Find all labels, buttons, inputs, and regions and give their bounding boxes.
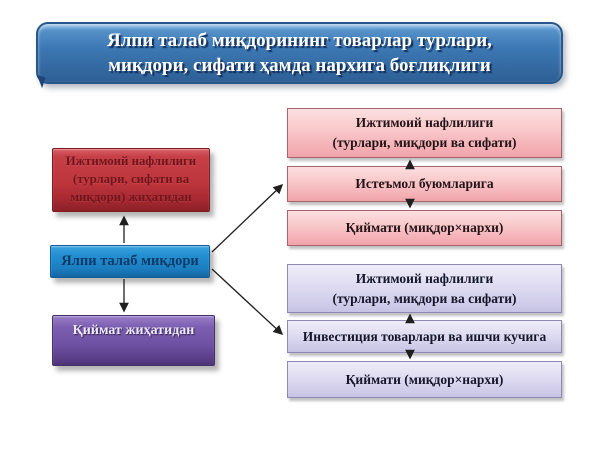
box-consumer-value: Қиймати (миқдор×нархи) bbox=[287, 210, 562, 246]
box-investment-utility: Ижтимоий нафлилиги (турлари, миқдори ва … bbox=[287, 264, 562, 313]
box-consumer-utility-line-2: (турлари, миқдори ва сифати) bbox=[332, 135, 517, 150]
box-consumer-utility: Ижтимоий нафлилиги (турлари, миқдори ва … bbox=[287, 108, 562, 158]
box-investment-value: Қиймати (миқдор×нархи) bbox=[287, 361, 562, 398]
box-value-aspect: Қиймат жиҳатидан bbox=[52, 315, 215, 366]
box-consumer-value-label: Қиймати (миқдор×нархи) bbox=[345, 220, 504, 236]
box-social-utility-line-1: Ижтимоий нафлилиги bbox=[65, 154, 197, 168]
box-social-utility-aspect: Ижтимоий нафлилиги (турлари, сифати ва м… bbox=[52, 148, 210, 212]
arrow-demand-to-investment bbox=[211, 268, 284, 335]
box-consumer-goods-label: Истеъмол буюмларига bbox=[355, 176, 494, 192]
box-investment-goods-label: Инвестиция товарлари ва ишчи кучига bbox=[302, 328, 547, 344]
box-investment-value-label: Қиймати (миқдор×нархи) bbox=[345, 371, 504, 387]
title-line-1: Ялпи талаб миқдорининг товарлар турлари, bbox=[107, 29, 492, 51]
box-investment-utility-line-1: Ижтимоий нафлилиги bbox=[355, 270, 494, 286]
arrow-demand-to-consumer bbox=[211, 183, 284, 253]
box-investment-utility-line-2: (турлари, миқдори ва сифати) bbox=[332, 290, 517, 306]
box-social-utility-line-2: (турлари, сифати ва bbox=[72, 172, 190, 187]
box-investment-goods: Инвестиция товарлари ва ишчи кучига bbox=[287, 320, 562, 353]
box-consumer-goods: Истеъмол буюмларига bbox=[287, 166, 562, 202]
title-line-2: миқдори, сифати ҳамда нархига боғлиқлиги bbox=[108, 55, 491, 76]
box-social-utility-line-3: миқдори) жиҳатидан bbox=[70, 190, 192, 205]
box-consumer-utility-line-1: Ижтимоий нафлилиги bbox=[355, 115, 494, 131]
title-banner: Ялпи талаб миқдорининг товарлар турлари,… bbox=[36, 22, 563, 84]
box-aggregate-demand: Ялпи талаб миқдори bbox=[50, 245, 210, 278]
